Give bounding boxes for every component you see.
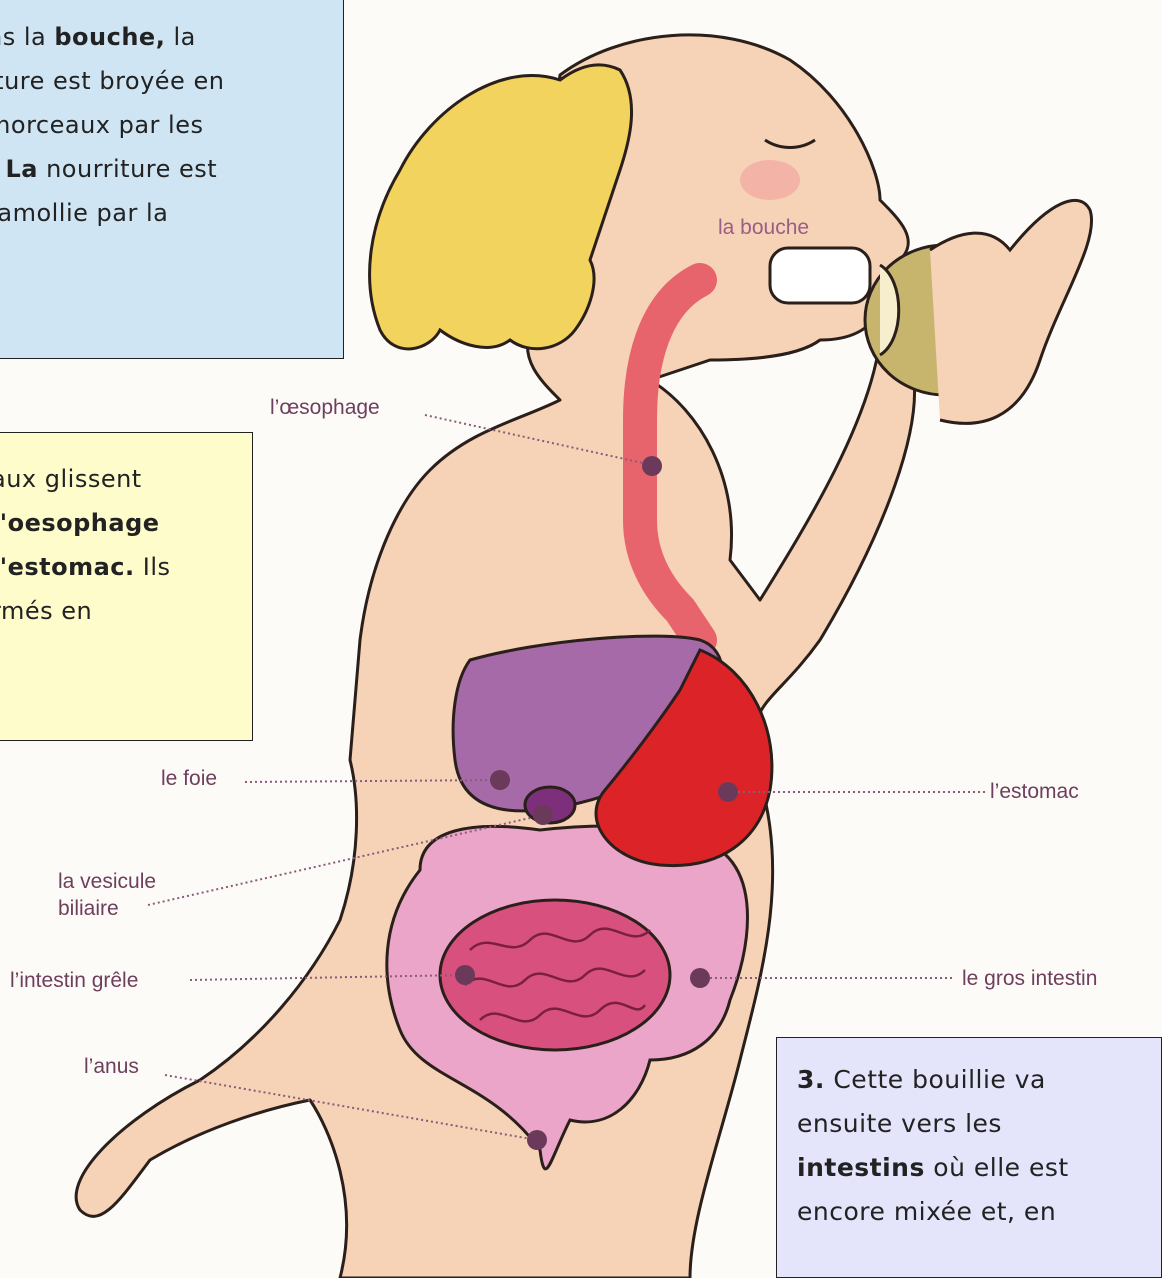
box1-line: ramollie par la (0, 191, 331, 235)
box1-line: . La nourriture est (0, 147, 331, 191)
box1-line: morceaux par les (0, 103, 331, 147)
box2-line: l'oesophage (0, 501, 244, 545)
label-intestin-grele: l’intestin grêle (10, 969, 138, 993)
bold-term: intestins (797, 1153, 925, 1182)
box2-line: rmés en (0, 589, 244, 633)
text-run: iture est broyée en (0, 67, 224, 95)
box3-line: ensuite vers les (797, 1102, 1161, 1146)
text-run: morceaux par les (0, 111, 204, 139)
box1-line: . (0, 235, 331, 279)
box1-line: ns la bouche, la (0, 15, 331, 59)
teeth (770, 248, 870, 303)
label-foie: le foie (161, 767, 217, 791)
text-run: Ils (135, 553, 171, 581)
cheek (740, 160, 800, 200)
text-run: nourriture est (38, 155, 217, 183)
text-run: ns la (0, 23, 54, 51)
text-run: encore mixée et, en (797, 1197, 1056, 1226)
text-run: ramollie par la (0, 199, 168, 227)
text-run: Cette bouillie va (825, 1065, 1046, 1094)
label-anus: l’anus (84, 1055, 139, 1079)
label-vesicule-line2: biliaire (58, 897, 119, 921)
text-run: aux glissent (0, 465, 142, 493)
box2-line: l'estomac. Ils (0, 545, 244, 589)
bold-term: . La (0, 155, 38, 183)
step-1-textbox: ns la bouche, la iture est broyée en morc… (0, 0, 344, 359)
bold-term: 3. (797, 1065, 825, 1094)
bold-term: bouche, (54, 23, 165, 51)
label-bouche: la bouche (718, 216, 809, 240)
box3-line: intestins où elle est (797, 1146, 1161, 1190)
bold-term: l'estomac. (0, 553, 135, 581)
box3-line: encore mixée et, en (797, 1190, 1161, 1234)
box2-line: aux glissent (0, 457, 244, 501)
text-run: la (165, 23, 196, 51)
step-3-textbox: 3. Cette bouillie va ensuite vers les inte… (776, 1037, 1162, 1278)
bold-term: l'oesophage (0, 509, 160, 537)
step-2-textbox: aux glissent l'oesophage l'estomac. Ils r… (0, 432, 253, 741)
text-run: où elle est (925, 1153, 1069, 1182)
label-oesophage: l’œsophage (270, 396, 380, 420)
label-gros-intestin: le gros intestin (962, 967, 1097, 991)
text-run: ensuite vers les (797, 1109, 1002, 1138)
box3-line: 3. Cette bouillie va (797, 1058, 1161, 1102)
label-estomac: l’estomac (990, 780, 1079, 804)
box1-line: iture est broyée en (0, 59, 331, 103)
text-run: rmés en (0, 597, 92, 625)
label-vesicule-line1: la vesicule (58, 870, 156, 894)
hand (930, 200, 1092, 423)
